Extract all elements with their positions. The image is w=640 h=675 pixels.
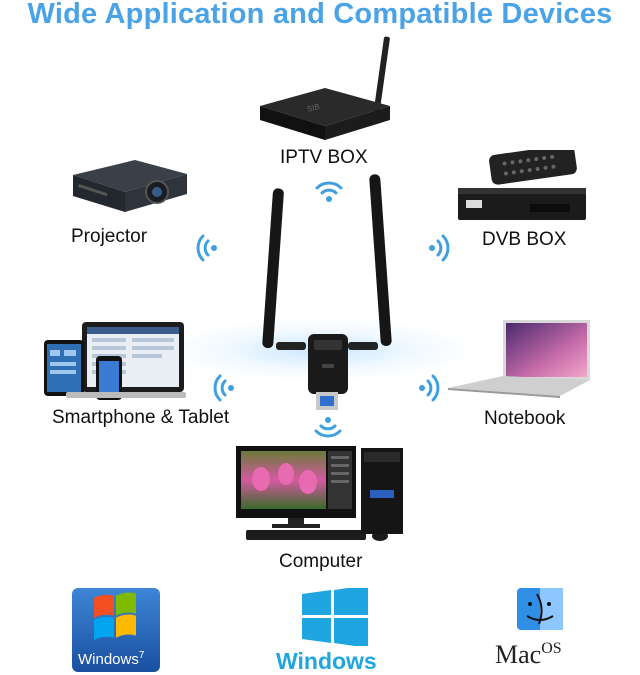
macos-label: MacOS <box>495 640 562 670</box>
dvb-box-label: DVB BOX <box>482 229 567 250</box>
computer-label: Computer <box>279 551 363 572</box>
windows7-logo <box>72 588 160 672</box>
windows10-label: Windows <box>276 648 377 674</box>
dvb-box-image <box>450 150 590 230</box>
usb-wifi-adapter-image <box>262 158 392 413</box>
wifi-icon <box>413 372 445 404</box>
windows7-version: 7 <box>138 650 145 661</box>
os-word: OS <box>541 640 562 657</box>
windows7-text: Windows7 <box>78 650 144 668</box>
iptv-box-image: SIB <box>255 36 395 146</box>
wifi-icon <box>313 176 345 208</box>
smartphone-tablet-image <box>44 320 189 402</box>
mac-word: Mac <box>495 640 542 669</box>
mac-finder-logo <box>515 584 565 634</box>
notebook-image <box>448 318 598 398</box>
smartphone-tablet-label: Smartphone & Tablet <box>52 407 230 428</box>
windows7-label: Windows <box>78 651 139 668</box>
wifi-icon <box>208 372 240 404</box>
svg-text:SIB: SIB <box>306 102 321 114</box>
windows10-logo <box>302 588 368 646</box>
projector-label: Projector <box>71 226 148 247</box>
wifi-icon <box>423 232 455 264</box>
projector-image <box>65 150 195 220</box>
notebook-label: Notebook <box>484 408 566 429</box>
computer-image <box>236 444 411 544</box>
wifi-icon <box>191 232 223 264</box>
page-title: Wide Application and Compatible Devices <box>27 0 613 30</box>
iptv-box-label: IPTV BOX <box>280 147 368 168</box>
wifi-icon <box>312 411 344 443</box>
